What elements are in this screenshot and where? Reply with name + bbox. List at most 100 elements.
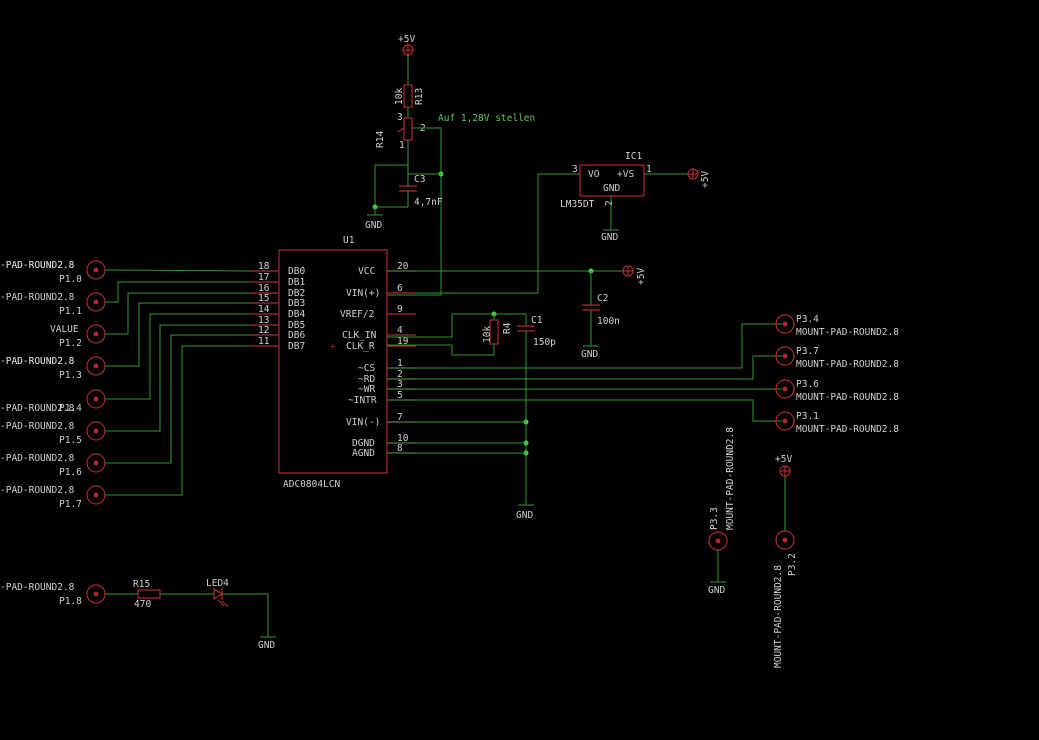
svg-text:10: 10: [397, 433, 409, 444]
svg-text:+5V: +5V: [700, 171, 711, 188]
gnd-symbol-c2: GND: [581, 345, 599, 360]
svg-text:IC1: IC1: [625, 151, 642, 162]
svg-text:P1.0: P1.0: [59, 274, 82, 285]
svg-text:5: 5: [397, 390, 403, 401]
svg-text:-PAD-ROUND2.8: -PAD-ROUND2.8: [0, 485, 75, 496]
svg-text:6: 6: [397, 283, 403, 294]
svg-text:+5V: +5V: [398, 34, 415, 45]
svg-text:15: 15: [258, 293, 269, 304]
svg-text:AGND: AGND: [352, 448, 375, 459]
svg-text:10k: 10k: [394, 88, 405, 105]
svg-text:14: 14: [258, 304, 270, 315]
svg-text:VIN(-): VIN(-): [346, 417, 380, 428]
pad-p1-1[interactable]: -PAD-ROUND2.8P1.1: [0, 292, 106, 317]
gnd-symbol-p33: GND: [708, 581, 726, 596]
svg-text:P1.6: P1.6: [59, 467, 82, 478]
svg-text:DB4: DB4: [288, 309, 305, 320]
svg-text:12: 12: [258, 325, 269, 336]
svg-text:P1.7: P1.7: [59, 499, 82, 510]
svg-text:4: 4: [397, 325, 403, 336]
svg-text:P1.3: P1.3: [59, 370, 82, 381]
supply-5v-ic1: +5V: [687, 168, 711, 188]
svg-text:DB0: DB0: [288, 266, 305, 277]
capacitor-c1: C1 150p: [517, 315, 556, 348]
svg-text:3: 3: [397, 112, 403, 123]
resistor-r4: 10k R4: [482, 319, 513, 345]
svg-text:GND: GND: [603, 183, 620, 194]
svg-text:4,7nF: 4,7nF: [414, 197, 443, 208]
svg-text:18: 18: [258, 261, 270, 272]
svg-text:3: 3: [572, 164, 578, 175]
svg-text:P3.4: P3.4: [796, 314, 819, 325]
svg-text:VALUE: VALUE: [50, 324, 79, 335]
pad-p1-8[interactable]: -PAD-ROUND2.8 P1.8: [0, 582, 106, 607]
potentiometer-r14: 3 1 2 R14: [375, 112, 426, 151]
u1-pin-vin: 7 VIN(-): [346, 412, 416, 428]
svg-text:DB5: DB5: [288, 320, 305, 331]
ic-u1-adc0804: U1 ADC0804LCN +: [278, 235, 388, 490]
supply-5v-p32: +5V: [775, 454, 792, 477]
svg-text:DB6: DB6: [288, 330, 305, 341]
svg-text:VIN(+): VIN(+): [346, 288, 380, 299]
pad-p1-5[interactable]: -PAD-ROUND2.8P1.5: [0, 421, 106, 446]
svg-text:P3.6: P3.6: [796, 379, 819, 390]
svg-text:20: 20: [397, 261, 409, 272]
resistor-r13: 10k R13: [394, 84, 425, 108]
svg-text:VO: VO: [588, 169, 600, 180]
gnd-symbol-led: GND: [258, 636, 276, 651]
supply-5v-top: +5V: [398, 34, 415, 56]
svg-text:MOUNT-PAD-ROUND2.8: MOUNT-PAD-ROUND2.8: [796, 359, 899, 370]
svg-text:+: +: [329, 342, 337, 352]
svg-text:-PAD-ROUND2.8: -PAD-ROUND2.8: [0, 292, 75, 303]
gnd-symbol-adc: GND: [516, 504, 534, 521]
svg-text:GND: GND: [601, 232, 618, 243]
svg-text:P1.4: P1.4: [59, 403, 82, 414]
svg-text:~WR: ~WR: [358, 384, 375, 395]
svg-text:VCC: VCC: [358, 266, 375, 277]
pad-p1-7[interactable]: -PAD-ROUND2.8P1.7: [0, 485, 106, 510]
svg-text:-PAD-ROUND2.8: -PAD-ROUND2.8: [0, 453, 75, 464]
pad-package-label: -PAD-ROUND2.8: [0, 356, 75, 367]
svg-text:17: 17: [258, 272, 269, 283]
led-led4: LED4: [206, 578, 229, 608]
svg-text:2: 2: [604, 200, 615, 206]
u1-pin-db6: 12 DB6: [250, 325, 305, 341]
svg-text:CLK_R: CLK_R: [346, 341, 375, 352]
svg-text:GND: GND: [581, 349, 598, 360]
svg-text:R14: R14: [375, 131, 386, 148]
pad-package-label: -PAD-ROUND2.8: [0, 403, 75, 414]
svg-text:11: 11: [258, 336, 270, 347]
gnd-symbol-ic1: GND: [601, 229, 619, 243]
svg-text:16: 16: [258, 283, 270, 294]
svg-text:P3.3: P3.3: [709, 507, 720, 530]
svg-text:~RD: ~RD: [358, 374, 375, 385]
pad-p1-6[interactable]: -PAD-ROUND2.8P1.6: [0, 453, 106, 478]
svg-text:DB3: DB3: [288, 298, 305, 309]
u1-pin-db4: 14 DB4: [250, 304, 305, 320]
svg-text:8: 8: [397, 443, 403, 454]
svg-text:2: 2: [397, 369, 403, 380]
pad-p3-3[interactable]: P3.3 MOUNT-PAD-ROUND2.8: [708, 427, 736, 551]
svg-text:-PAD-ROUND2.8: -PAD-ROUND2.8: [0, 260, 75, 271]
svg-text:10k: 10k: [482, 326, 493, 343]
svg-text:ADC0804LCN: ADC0804LCN: [283, 479, 340, 490]
svg-text:P1.8: P1.8: [59, 596, 82, 607]
svg-text:7: 7: [397, 412, 403, 423]
calibration-note: Auf 1,28V stellen: [438, 113, 535, 124]
svg-text:P1.1: P1.1: [59, 306, 82, 317]
pad-p3-2[interactable]: P3.2 MOUNT-PAD-ROUND2.8: [773, 530, 798, 668]
svg-text:GND: GND: [365, 220, 382, 231]
svg-text:LM35DT: LM35DT: [560, 199, 595, 210]
